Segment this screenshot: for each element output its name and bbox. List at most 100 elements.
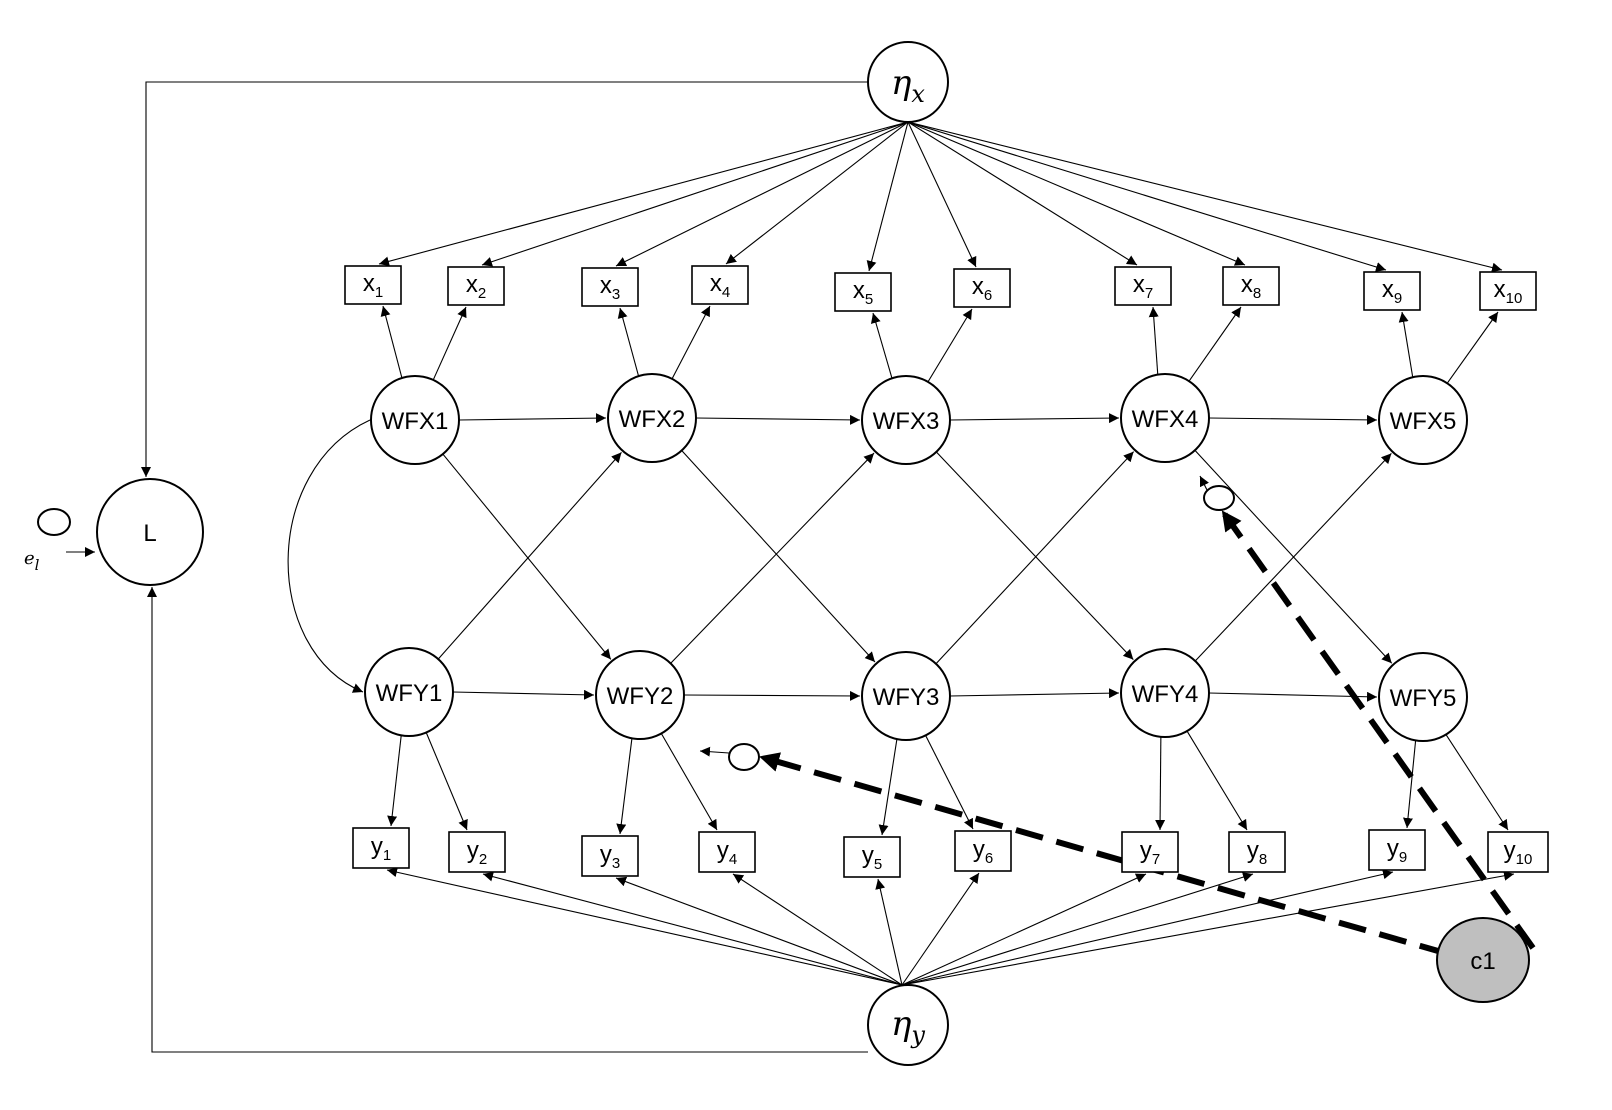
y4-box-shape: [698, 831, 756, 873]
wfy2-to-wfy3-arrow: [683, 690, 861, 701]
eta-x-to-x6-arrow: [907, 121, 977, 268]
x10-box-shape: [1479, 271, 1537, 311]
y9-box-label: y9: [1387, 835, 1407, 866]
eta-y-to-y3-arrow: [615, 876, 903, 986]
x4-box: x4: [691, 265, 749, 305]
x1-box-label: x1: [363, 270, 383, 301]
residual-to-wfx4-arrow: [1199, 475, 1209, 491]
y2-box-shape: [448, 831, 506, 873]
eta-y-to-y7-arrow: [901, 873, 1147, 986]
eta-y-to-l-arrow: [147, 587, 868, 1053]
y1-box-label: y1: [371, 833, 391, 864]
wfx5-to-x9-arrow: [1398, 311, 1414, 378]
x8-box-shape: [1222, 266, 1280, 306]
wfy5-node: WFY5: [1378, 652, 1468, 742]
eta-y-to-y8-arrow: [901, 872, 1254, 986]
wfx4-to-wfx5-arrow: [1208, 414, 1378, 425]
y9-box: y9: [1368, 829, 1426, 871]
y10-box: y10: [1487, 831, 1549, 873]
wfy1-to-y2-arrow: [425, 732, 468, 831]
wfy4-to-y7-arrow: [1155, 736, 1166, 831]
x5-box-label: x5: [853, 277, 873, 308]
x2-box-label: x2: [466, 271, 486, 302]
wfy2-node-shape: [595, 650, 685, 740]
x4-box-shape: [691, 265, 749, 305]
y6-box: y6: [954, 830, 1012, 872]
wfy2-residual-circle: [728, 743, 760, 771]
y8-box-label: y8: [1247, 837, 1267, 868]
x1-box-shape: [344, 265, 402, 305]
eta-x-to-x1-arrow: [378, 121, 909, 267]
wfy2-to-y3-arrow: [616, 738, 633, 835]
y2-box: y2: [448, 831, 506, 873]
y2-box-label: y2: [467, 837, 487, 868]
y1-box: y1: [352, 827, 410, 869]
x5-box: x5: [834, 272, 892, 312]
wfx4-to-x7-arrow: [1148, 306, 1159, 375]
wfx2-node-shape: [607, 373, 697, 463]
y7-box: y7: [1121, 831, 1179, 873]
wfy1-label: WFY1: [376, 680, 443, 707]
wfx1-to-wfx2-arrow: [458, 413, 607, 424]
wfy3-label: WFY3: [873, 684, 940, 711]
wfy1-to-wfy2-arrow: [452, 689, 595, 700]
wfy4-to-wfy5-arrow: [1208, 691, 1378, 702]
wfx2-node: WFX2: [607, 373, 697, 463]
eta-y-label: ηy: [891, 1004, 925, 1049]
x9-box-shape: [1363, 271, 1421, 311]
c1-to-wfx4-dashed-arrow: [1220, 510, 1536, 950]
x3-box-label: x3: [600, 272, 620, 303]
wfx3-node: WFX3: [861, 375, 951, 465]
wfx3-to-wfy4-arrow: [935, 451, 1134, 661]
wfy2-to-wfx3-arrow: [670, 452, 875, 664]
y10-box-label: y10: [1504, 837, 1533, 868]
edges-layer: [66, 81, 1536, 1053]
wfx5-to-x10-arrow: [1446, 311, 1499, 384]
wfx1-to-x2-arrow: [432, 306, 467, 381]
wfx5-node: WFX5: [1378, 375, 1468, 465]
x10-box-label: x10: [1494, 276, 1523, 307]
wfy1-node: WFY1: [364, 647, 454, 737]
eta-x-label: ηx: [891, 63, 925, 108]
wfy1-to-wfx2-arrow: [437, 452, 622, 660]
x5-box-shape: [834, 272, 892, 312]
wfy4-node-shape: [1120, 648, 1210, 738]
wfx3-to-wfx4-arrow: [949, 413, 1120, 424]
eta-y-to-y9-arrow: [901, 869, 1394, 986]
eta-y-to-y6-arrow: [901, 872, 980, 986]
wfy3-to-y5-arrow: [878, 738, 898, 836]
x1-box: x1: [344, 265, 402, 305]
c1-label: c1: [1470, 948, 1495, 975]
el-residual-node: el: [24, 508, 71, 574]
el-residual-shape: [37, 508, 71, 536]
wfx4-residual-circle: [1203, 485, 1235, 511]
eta-y-to-y5-arrow: [875, 878, 903, 986]
eta-y-to-y10-arrow: [901, 870, 1515, 986]
wfx1-label: WFX1: [382, 408, 449, 435]
wfx3-node-shape: [861, 375, 951, 465]
wfx2-to-wfy3-arrow: [681, 450, 876, 663]
x6-box: x6: [953, 268, 1011, 308]
x6-box-label: x6: [972, 273, 992, 304]
wfy4-node: WFY4: [1120, 648, 1210, 738]
l-label: L: [143, 520, 156, 547]
wfy3-node: WFY3: [861, 651, 951, 741]
wfx4-node: WFX4: [1120, 373, 1210, 463]
wfy3-to-y6-arrow: [925, 735, 974, 830]
eta-x-to-x2-arrow: [481, 121, 909, 267]
wfy5-to-y10-arrow: [1445, 734, 1509, 831]
y8-box: y8: [1228, 831, 1286, 873]
x8-box-label: x8: [1241, 271, 1261, 302]
x9-box: x9: [1363, 271, 1421, 311]
wfx4-to-x8-arrow: [1188, 306, 1242, 382]
wfy2-node: WFY2: [595, 650, 685, 740]
wfy5-label: WFY5: [1390, 685, 1457, 712]
wfx2-to-wfx3-arrow: [695, 414, 861, 425]
y1-box-shape: [352, 827, 410, 869]
y6-box-shape: [954, 830, 1012, 872]
wfy3-to-wfy4-arrow: [949, 688, 1120, 699]
eta-x-to-x3-arrow: [615, 121, 909, 267]
l-node: L: [96, 478, 204, 586]
wfy3-node-shape: [861, 651, 951, 741]
